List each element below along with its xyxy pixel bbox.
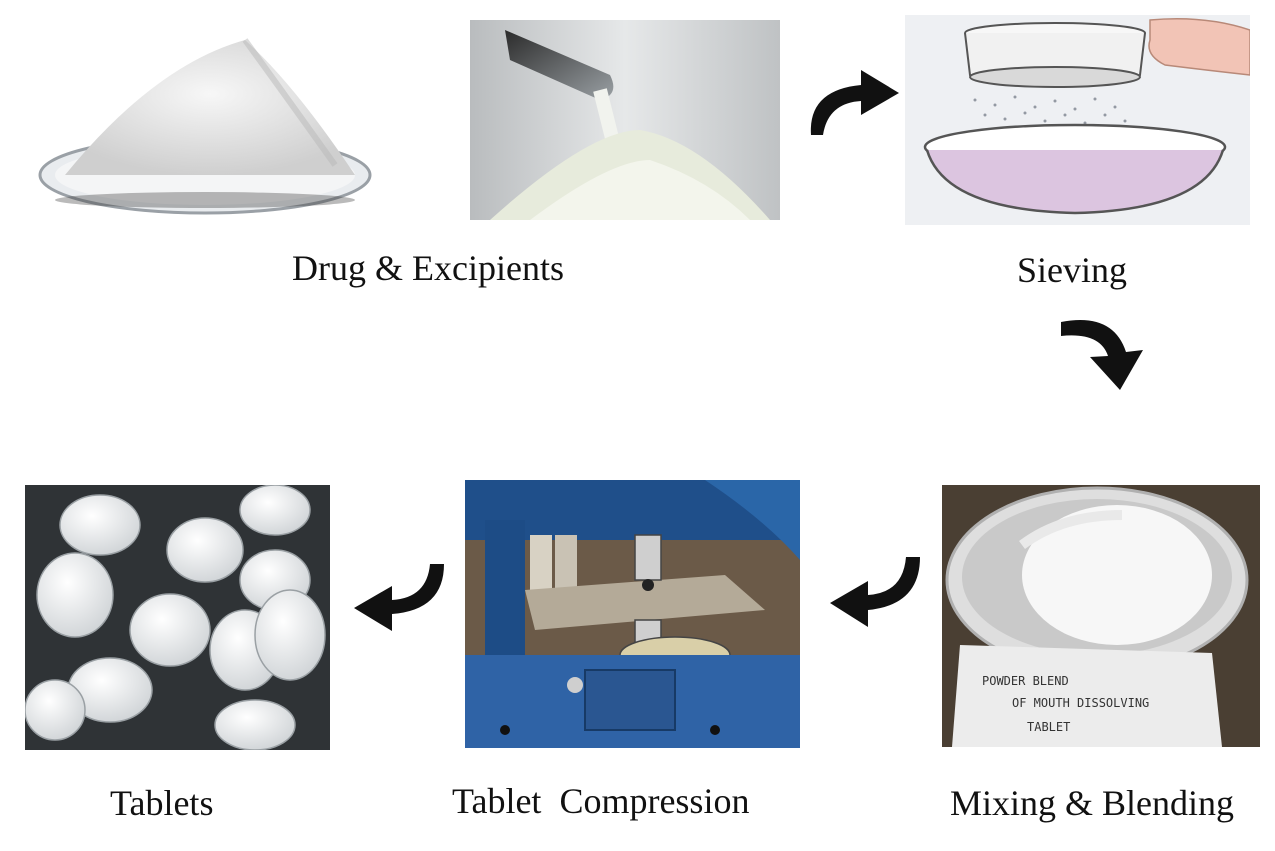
curved-arrow-right-icon: [803, 65, 903, 140]
note-line-2: OF MOUTH DISSOLVING: [1012, 696, 1149, 710]
step-label-drug-excipients: Drug & Excipients: [292, 248, 564, 288]
powder-dish-photo: [35, 25, 375, 215]
step-label-sieving: Sieving: [1017, 250, 1128, 290]
note-line-3: TABLET: [1027, 720, 1070, 734]
step-label-tablet-compression: Tablet Compression: [452, 781, 750, 821]
tablets-photo: [25, 485, 330, 750]
step-label-mixing-blending: Mixing & Blending: [950, 783, 1235, 823]
tablet-press-photo: [465, 480, 800, 748]
sieving-photo: [905, 15, 1250, 225]
step-label-tablets: Tablets: [110, 783, 214, 823]
curved-arrow-down-icon: [1058, 312, 1153, 394]
mixing-bowl-photo: POWDER BLEND OF MOUTH DISSOLVING TABLET: [942, 485, 1260, 747]
powder-scoop-photo: [470, 20, 780, 220]
curved-arrow-left-icon: [828, 555, 926, 630]
curved-arrow-left-icon: [352, 562, 450, 634]
note-line-1: POWDER BLEND: [982, 674, 1069, 688]
